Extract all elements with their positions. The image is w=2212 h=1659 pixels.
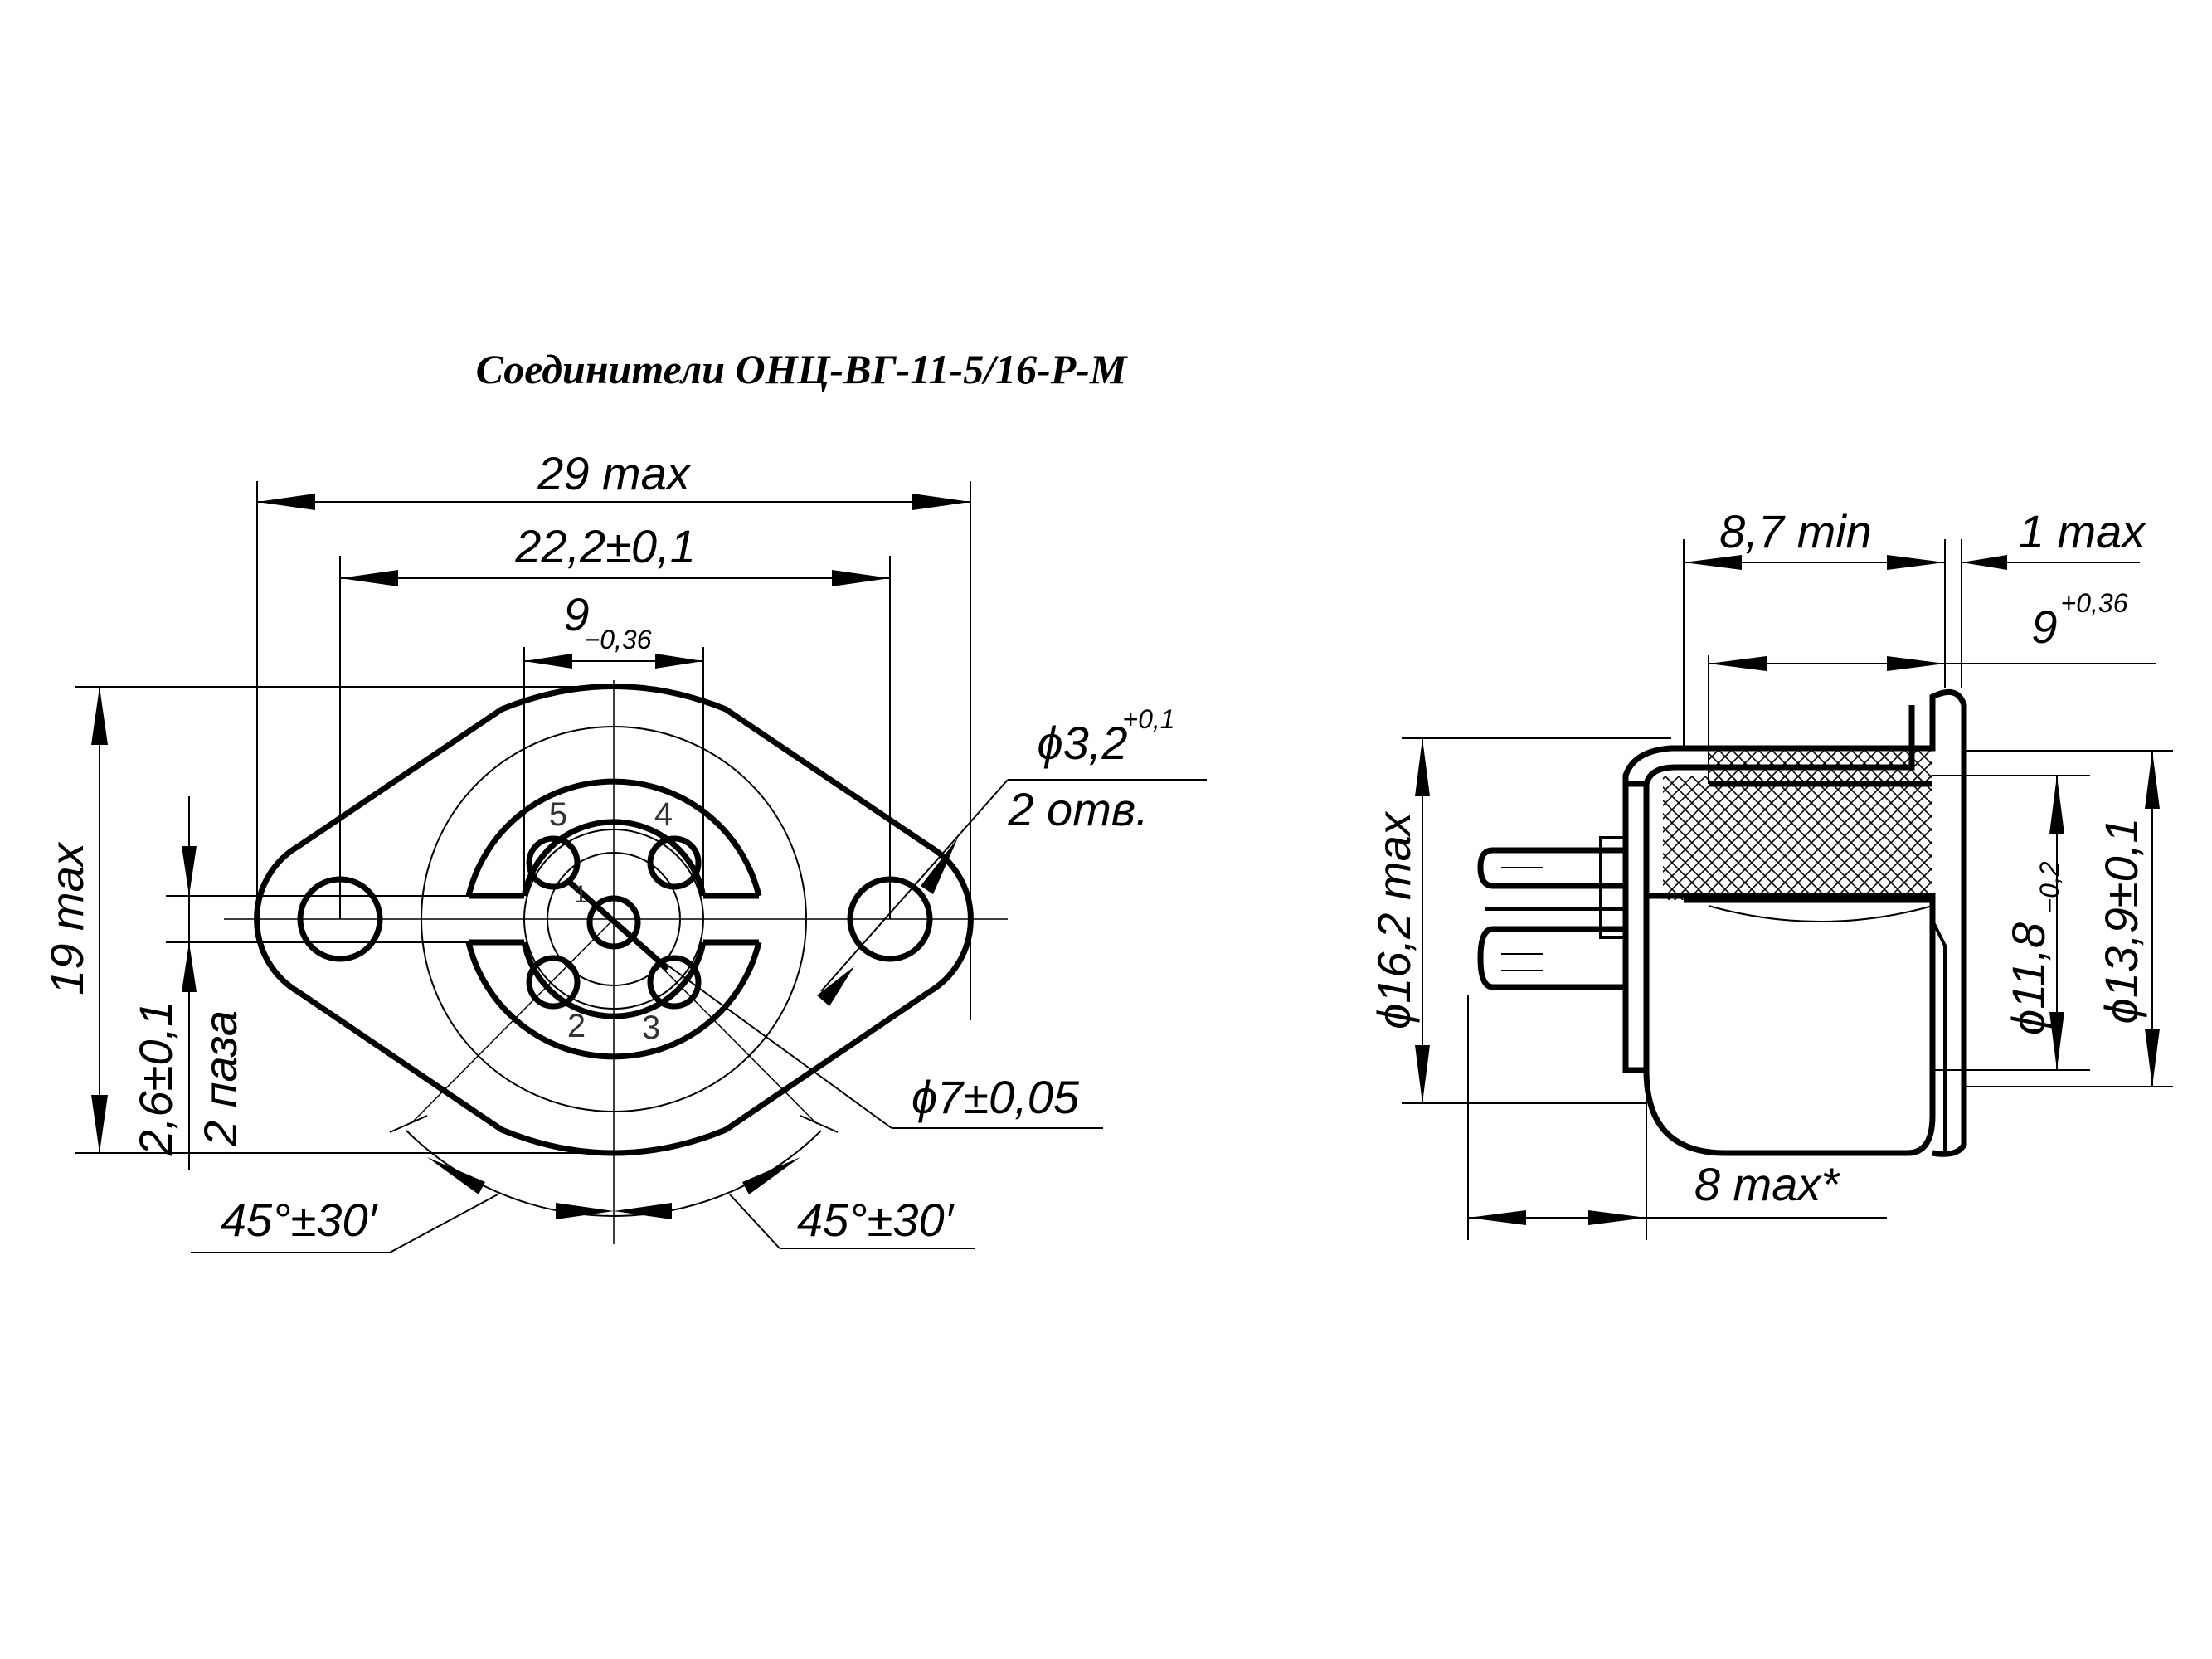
dim-overall-width-label: 29 max: [537, 447, 692, 499]
pin-label-4: 4: [654, 796, 673, 833]
outer-body-circle: [421, 726, 807, 1112]
dim-slot-size-label: 2,6±0,1: [129, 1001, 182, 1156]
side-view: 8,7 min 1 max 9 +0,36 ϕ16,2 max: [1368, 505, 2173, 1240]
body-ring-outer: [465, 778, 762, 1060]
dim-slot-width-tolerance: −0,36: [585, 625, 652, 654]
dim-slot-size: 2,6±0,1 2 паза: [129, 796, 524, 1170]
dim-height: 19 max: [41, 686, 614, 1154]
dim-depth-min: 8,7 min 1 max: [1683, 505, 2146, 747]
dim-hole-spacing-label: 22,2±0,1: [514, 520, 696, 572]
dim-mid-diameter-label: ϕ13,9±0,1: [2095, 818, 2147, 1024]
dim-depth: 9 +0,36: [1708, 588, 2156, 784]
key-line: [566, 878, 670, 971]
slot-right: [703, 893, 759, 946]
drawing-title: Соединители ОНЦ-ВГ-11-5/16-Р-М: [476, 346, 1128, 392]
pin-label-5: 5: [549, 796, 567, 833]
pin-pitch-circle: [547, 852, 681, 986]
dim-hole-diameter-tolerance: +0,1: [1122, 704, 1174, 734]
dim-outer-diameter: ϕ16,2 max: [1368, 737, 1671, 1104]
dim-hole-spacing: 22,2±0,1: [339, 520, 891, 919]
housing-body: [1643, 893, 1936, 1156]
dim-depth-tolerance: +0,36: [2061, 588, 2128, 618]
shell-outline: [1622, 688, 1967, 1157]
insulator-section: [1663, 776, 1932, 900]
terminal-upper: [1477, 847, 1626, 889]
dim-terminal-length: 8 max*: [1467, 995, 1887, 1240]
dim-overall-width: 29 max: [256, 447, 971, 1020]
pin-label-1: 1: [574, 881, 588, 908]
dim-pin-circle-label: ϕ7±0,05: [912, 1071, 1080, 1123]
rear-block: [1622, 781, 1650, 1073]
dim-hole-diameter: ϕ3,2 +0,1 2 отв.: [817, 704, 1207, 1006]
flange-outline: [254, 684, 974, 1156]
pin-3: [647, 955, 702, 1010]
dim-slot-width: 9 −0,36: [523, 588, 704, 896]
pin-5: [526, 835, 581, 890]
dim-pin-circle: ϕ7±0,05: [663, 961, 1103, 1129]
dim-angles: 45°±30′ 45°±30′: [191, 1115, 975, 1253]
front-view: 5 4 2 3 1 29 max 22,2±0,1: [41, 447, 1207, 1253]
dim-flange-max-label: 1 max: [2019, 505, 2146, 557]
pin-label-2: 2: [567, 1008, 586, 1044]
dim-height-label: 19 max: [41, 841, 93, 995]
dim-mid-diameter: ϕ13,9±0,1: [1964, 750, 2173, 1087]
body-ring-inner: [521, 819, 707, 1019]
dim-inner-diameter: ϕ11,8 −0,2: [1932, 775, 2090, 1071]
dim-slot-width-label: 9: [563, 588, 589, 640]
contact-spring: [1708, 905, 1933, 922]
dim-outer-diameter-label: ϕ16,2 max: [1368, 810, 1420, 1029]
dim-slot-count-label: 2 паза: [194, 1010, 246, 1147]
flange-lip: [1931, 920, 1947, 1153]
dim-depth-label: 9: [2031, 601, 2057, 653]
dim-hole-count-label: 2 отв.: [1007, 783, 1148, 835]
dim-hole-diameter-label: ϕ3,2: [1038, 717, 1128, 769]
dim-depth-min-label: 8,7 min: [1719, 505, 1872, 557]
pin-1: [586, 895, 641, 950]
dim-inner-diameter-label: ϕ11,8: [2002, 922, 2054, 1035]
dim-inner-diameter-tolerance: −0,2: [2035, 861, 2064, 913]
dim-terminal-length-label: 8 max*: [1694, 1158, 1840, 1210]
pin-4: [647, 835, 702, 890]
pin-2: [526, 955, 581, 1010]
insert-circle: [523, 829, 704, 1010]
dim-angle-left-label: 45°±30′: [221, 1194, 379, 1246]
dim-angle-right-label: 45°±30′: [797, 1194, 955, 1246]
terminal-lower: [1477, 926, 1626, 990]
pin-label-3: 3: [642, 1010, 660, 1046]
